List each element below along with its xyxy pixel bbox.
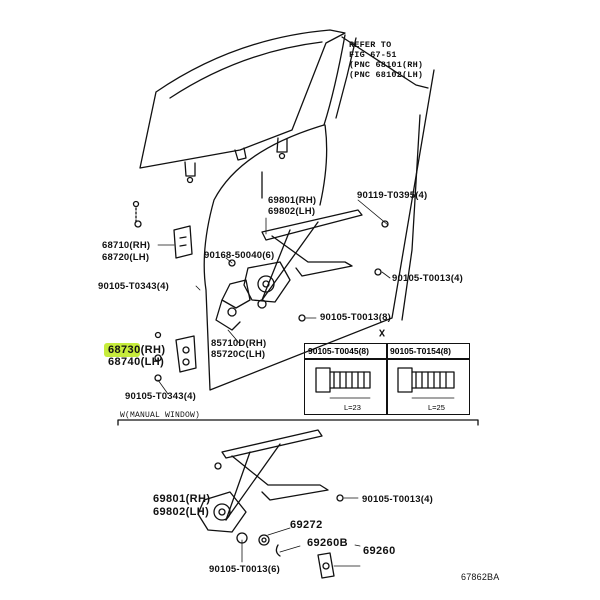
refer-note-line-3: (PNC 68101(RH) bbox=[349, 60, 424, 70]
bolt-drawings bbox=[315, 367, 455, 399]
label-90105-t0343-4-upper: 90105-T0343(4) bbox=[98, 281, 169, 292]
refer-note-line-1: REFER TO bbox=[349, 40, 392, 50]
refer-note-line-2: FIG 67-51 bbox=[349, 50, 397, 60]
door-frame bbox=[203, 34, 435, 391]
label-85720c-lh: 85720C(LH) bbox=[211, 349, 266, 360]
label-90119-t0395: 90119-T0395(4) bbox=[357, 190, 428, 201]
section-title-manual-window: W(MANUAL WINDOW) bbox=[120, 411, 201, 420]
bolt-table: 90105-T0045(8) 90105-T0154(8) L=23 L=25 bbox=[304, 343, 470, 415]
drawing-id: 67862BA bbox=[461, 572, 500, 582]
window-crank-parts bbox=[258, 534, 335, 579]
leader-lines bbox=[157, 199, 391, 567]
label-69260: 69260 bbox=[363, 545, 396, 557]
bolt-table-length-2: L=25 bbox=[428, 403, 445, 412]
upper-hinge bbox=[132, 200, 193, 259]
label-90105-t0013-8: 90105-T0013(8) bbox=[320, 312, 391, 323]
bolt-table-part-1: 90105-T0045(8) bbox=[308, 346, 369, 356]
lower-hinge bbox=[154, 331, 197, 382]
label-90105-t0013-6: 90105-T0013(6) bbox=[209, 564, 280, 575]
bolt-table-length-1: L=23 bbox=[344, 403, 361, 412]
label-69802-lh-lower: 69802(LH) bbox=[153, 506, 210, 518]
section-divider bbox=[117, 419, 479, 426]
label-69260b: 69260B bbox=[307, 537, 348, 549]
label-68710-rh: 68710(RH) bbox=[102, 240, 151, 251]
bolt-table-part-2: 90105-T0154(8) bbox=[390, 346, 451, 356]
label-68740-lh: 68740(LH) bbox=[108, 356, 165, 368]
lower-window-regulator bbox=[197, 429, 344, 544]
label-90105-t0343-4-lower: 90105-T0343(4) bbox=[125, 391, 196, 402]
label-68730-rh: 68730(RH) bbox=[108, 344, 166, 356]
label-68720-lh: 68720(LH) bbox=[102, 252, 150, 263]
refer-note-line-4: (PNC 68102(LH) bbox=[349, 70, 424, 80]
label-90105-t0013-4-upper: 90105-T0013(4) bbox=[392, 273, 463, 284]
label-69801-rh-upper: 69801(RH) bbox=[268, 195, 317, 206]
highlight-68730 bbox=[104, 343, 140, 357]
upper-window-regulator bbox=[215, 209, 363, 331]
fasteners-upper bbox=[228, 220, 389, 337]
label-69272: 69272 bbox=[290, 519, 323, 531]
label-69801-rh-lower: 69801(RH) bbox=[153, 493, 211, 505]
label-85710d-rh: 85710D(RH) bbox=[211, 338, 267, 349]
door-glass bbox=[139, 29, 346, 184]
label-90168-50040: 90168-50040(6) bbox=[204, 250, 275, 261]
label-90105-t0013-4-lower: 90105-T0013(4) bbox=[362, 494, 433, 505]
label-69802-lh-upper: 69802(LH) bbox=[268, 206, 316, 217]
